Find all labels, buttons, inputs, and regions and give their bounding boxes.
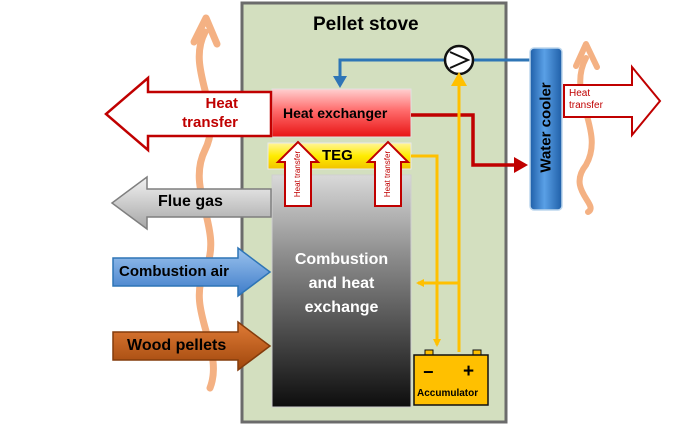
heat-transfer-left-arrow [104, 75, 273, 153]
combustion-label-line-3: exchange [304, 299, 379, 316]
heat-transfer-up-label-1: Heat transfer [293, 150, 302, 198]
water-cooler-box [529, 47, 563, 211]
accumulator-box [413, 354, 489, 406]
combustion-box [271, 174, 412, 408]
flue-gas-arrow [110, 175, 272, 231]
accumulator-plus-sign: + [463, 361, 475, 382]
combustion-air-label: Combustion air [119, 263, 230, 280]
heat-transfer-right-arrow [563, 64, 662, 138]
water-loop-arrowhead [333, 76, 347, 88]
heat-transfer-left-label: Heat transfer [168, 94, 238, 132]
combustion-label-line-2: and heat [308, 275, 375, 292]
heat-transfer-right-label: Heat transfer [569, 88, 603, 112]
combustion-label: Combustion and heat exchange [272, 248, 411, 320]
heat-wave-right [576, 55, 595, 215]
heat-exchanger-label: Heat exchanger [283, 105, 388, 121]
diagram-title: Pellet stove [313, 14, 419, 35]
combustion-label-line-1: Combustion [294, 251, 389, 268]
heat-transfer-up-arrow-1 [275, 140, 321, 207]
heat-transfer-up-arrow-2 [365, 140, 411, 207]
flue-gas-label: Flue gas [158, 193, 223, 210]
heat-transfer-right-line-1: Heat [569, 88, 591, 99]
water-loop-line [338, 58, 533, 80]
teg-label: TEG [322, 147, 353, 164]
wood-pellets-arrow [112, 320, 272, 372]
accumulator-label: Accumulator [417, 388, 479, 399]
heat-wave-right-arrowhead [573, 41, 600, 70]
heat-transfer-left-line-2: transfer [182, 114, 238, 131]
heat-transfer-right-line-2: transfer [569, 100, 603, 111]
wood-pellets-label: Wood pellets [127, 337, 227, 354]
heat-exchanger-box [271, 88, 412, 138]
hot-water-line [411, 113, 515, 167]
combustion-air-arrow [112, 246, 272, 298]
hot-water-arrowhead [514, 157, 528, 173]
accumulator-minus-sign: − [423, 362, 434, 382]
water-cooler-label: Water cooler [537, 82, 555, 173]
heat-transfer-left-line-1: Heat [205, 95, 238, 112]
heat-wave-left-arrowhead [190, 14, 221, 48]
heat-transfer-up-label-2: Heat transfer [383, 150, 392, 198]
